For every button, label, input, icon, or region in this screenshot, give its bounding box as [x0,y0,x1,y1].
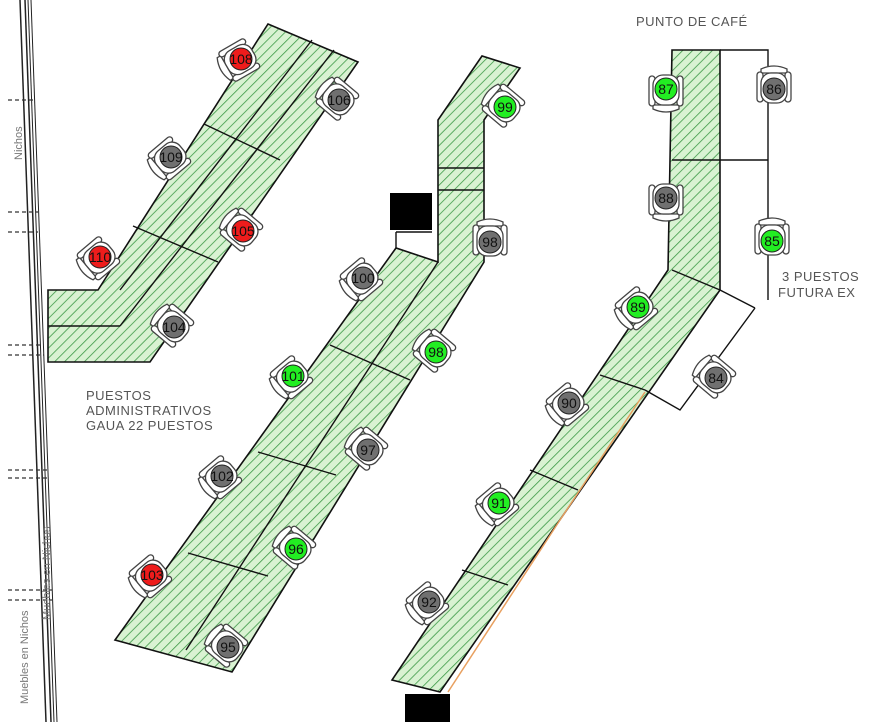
seat-number: 108 [229,51,253,67]
seat-number: 97 [360,442,376,458]
seat-number: 109 [159,149,183,165]
seat-104[interactable]: 104 [145,299,195,349]
seat-status-dot [162,315,186,339]
seat-number: 96 [288,541,304,557]
admin-label-line-1: PUESTOS [86,388,151,403]
seat-number: 98 [428,344,444,360]
seat-91[interactable]: 91 [470,481,520,531]
column [405,694,450,722]
seat-number: 88 [658,190,674,206]
seat-status-dot [229,47,253,71]
seat-98[interactable]: 98 [472,218,508,257]
seat-number: 91 [491,495,507,511]
wall-label: Muebles en Nichos [41,526,53,620]
seat-status-dot [654,77,678,101]
seat-105[interactable]: 105 [214,203,264,253]
seat-number: 92 [421,594,437,610]
seat-96[interactable]: 96 [267,521,317,571]
seat-number: 106 [327,92,351,108]
wall-label: Muebles en Nichos [19,610,31,704]
wall-label: Nichos [13,126,25,160]
seat-status-dot [626,295,650,319]
seat-90[interactable]: 90 [540,381,590,431]
seat-status-dot [281,364,305,388]
seat-status-dot [210,464,234,488]
seat-status-dot [351,266,375,290]
seat-110[interactable]: 110 [71,235,121,285]
seat-87[interactable]: 87 [648,74,684,113]
future-label-line-1: 3 PUESTOS [782,269,859,284]
future-label-line-2: FUTURA EX [778,285,855,300]
seat-status-dot [140,563,164,587]
seat-98[interactable]: 98 [407,324,457,374]
desk-cluster-a [47,23,360,363]
seat-status-dot [487,491,511,515]
seat-number: 95 [220,639,236,655]
seat-number: 104 [162,319,186,335]
seat-status-dot [557,391,581,415]
seat-status-dot [762,77,786,101]
seat-101[interactable]: 101 [264,354,314,404]
seat-status-dot [424,340,448,364]
seat-number: 100 [351,270,375,286]
seat-number: 86 [766,81,782,97]
admin-label-line-2: ADMINISTRATIVOS [86,403,212,418]
seat-99[interactable]: 99 [476,79,526,129]
seat-status-dot [478,230,502,254]
seat-number: 101 [281,368,305,384]
seat-number: 87 [658,81,674,97]
seat-status-dot [356,438,380,462]
desk-cluster-b [113,55,522,673]
seat-106[interactable]: 106 [310,72,360,122]
seat-status-dot [284,537,308,561]
seat-status-dot [216,635,240,659]
seat-89[interactable]: 89 [609,285,659,335]
desk-cluster-c [390,49,769,693]
seat-97[interactable]: 97 [339,422,389,472]
seat-number: 90 [561,395,577,411]
seat-status-dot [231,219,255,243]
seat-status-dot [417,590,441,614]
seat-number: 89 [630,299,646,315]
seat-status-dot [88,245,112,269]
seat-number: 98 [482,234,498,250]
seat-number: 84 [708,370,724,386]
seat-108[interactable]: 108 [213,37,262,85]
left-wall: Nichos Muebles en Nichos Muebles en Nich… [8,0,58,722]
seat-number: 99 [497,99,513,115]
seat-95[interactable]: 95 [199,619,249,669]
seat-92[interactable]: 92 [400,580,450,630]
seat-86[interactable]: 86 [756,65,792,104]
seat-84[interactable]: 84 [687,350,737,400]
seat-85[interactable]: 85 [754,217,790,256]
seat-88[interactable]: 88 [648,183,684,222]
chair-icon [314,76,360,121]
seat-status-dot [704,366,728,390]
seat-status-dot [760,229,784,253]
seat-number: 102 [210,468,234,484]
admin-label-line-3: GAUA 22 PUESTOS [86,418,213,433]
seat-number: 110 [89,249,112,265]
seat-number: 85 [764,233,780,249]
seat-102[interactable]: 102 [193,454,243,504]
seat-status-dot [327,88,351,112]
seat-status-dot [654,186,678,210]
seat-status-dot [159,145,183,169]
seat-109[interactable]: 109 [142,135,192,185]
seat-100[interactable]: 100 [334,256,384,306]
seat-number: 103 [140,567,164,583]
seats-layer: 108 106 109 105 110 104 99 98 100 98 101 97 102 96 103… [71,37,792,669]
seat-103[interactable]: 103 [123,553,173,603]
cafe-label: PUNTO DE CAFÉ [636,14,748,29]
column [390,193,432,230]
seat-number: 105 [231,223,255,239]
seat-status-dot [493,95,517,119]
